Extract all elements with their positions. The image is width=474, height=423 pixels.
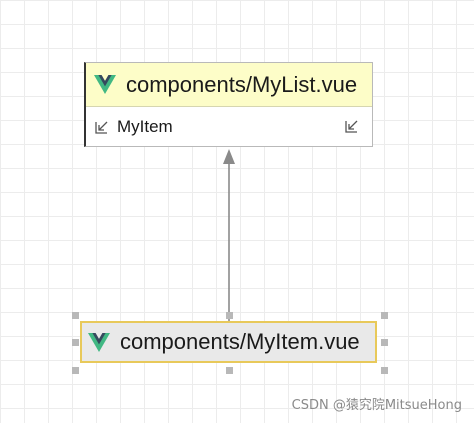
node-myitem-title: components/MyItem.vue	[120, 329, 360, 354]
resize-handle-top-left[interactable]	[72, 312, 79, 319]
resize-handle-bottom-left[interactable]	[72, 367, 79, 374]
resize-handle-top-center[interactable]	[226, 312, 233, 319]
resize-handle-middle-right[interactable]	[381, 339, 388, 346]
resize-handle-top-right[interactable]	[381, 312, 388, 319]
import-item-label: MyItem	[117, 116, 173, 136]
node-mylist[interactable]: components/MyList.vue MyItem	[84, 62, 373, 147]
edge-arrowhead	[223, 149, 235, 164]
vue-logo-icon	[94, 75, 116, 94]
node-mylist-header[interactable]: components/MyList.vue	[86, 63, 372, 107]
node-myitem[interactable]: components/MyItem.vue	[80, 321, 377, 363]
vue-logo-icon	[88, 332, 110, 352]
resize-handle-middle-left[interactable]	[72, 339, 79, 346]
resize-handle-bottom-right[interactable]	[381, 367, 388, 374]
watermark: CSDN @猿究院MitsueHong	[291, 398, 462, 413]
node-mylist-import-row[interactable]: MyItem	[86, 107, 372, 146]
import-arrow-icon	[94, 119, 110, 135]
import-target-icon[interactable]	[344, 118, 360, 134]
resize-handle-bottom-center[interactable]	[226, 367, 233, 374]
node-mylist-title: components/MyList.vue	[126, 71, 358, 97]
